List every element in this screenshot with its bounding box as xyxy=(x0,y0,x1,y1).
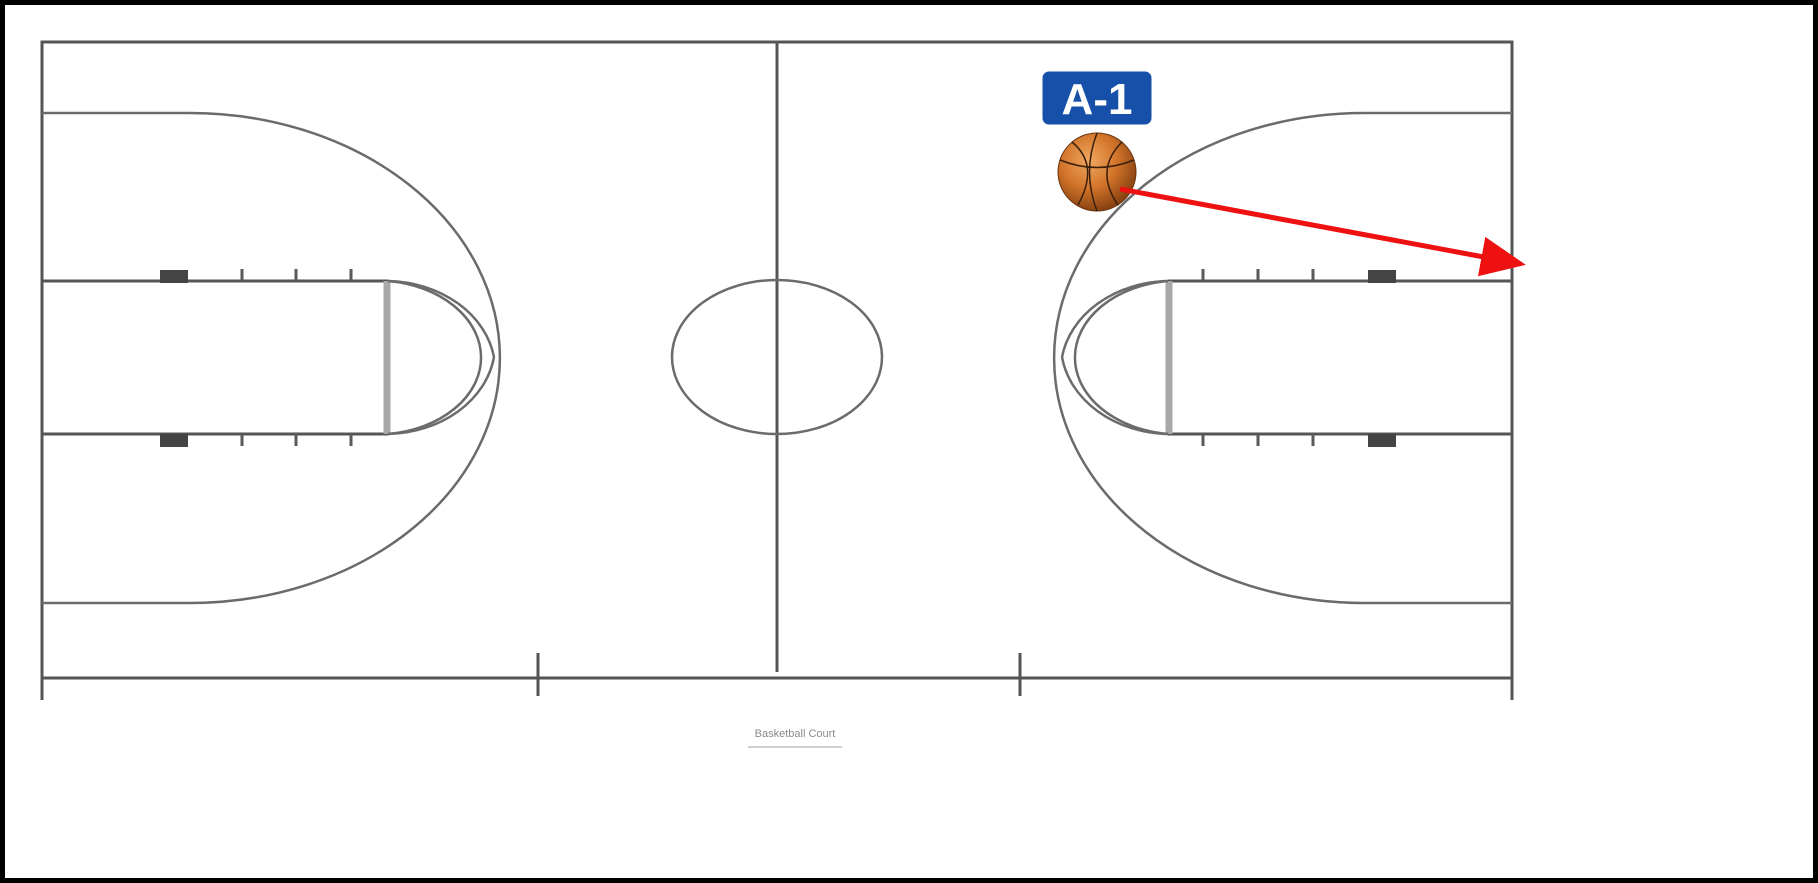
court-floor xyxy=(5,5,1813,878)
player-label[interactable]: A-1 xyxy=(1036,66,1158,130)
left-lane-block-bottom xyxy=(160,434,188,447)
basketball-icon[interactable] xyxy=(1058,133,1136,211)
watermark-text: Basketball Court xyxy=(755,728,836,740)
right-lane-block-bottom xyxy=(1368,434,1396,447)
right-lane-block-top xyxy=(1368,270,1396,283)
left-lane-block-top xyxy=(160,270,188,283)
ball-body xyxy=(1058,133,1136,211)
player-label-text: A-1 xyxy=(1062,75,1133,124)
